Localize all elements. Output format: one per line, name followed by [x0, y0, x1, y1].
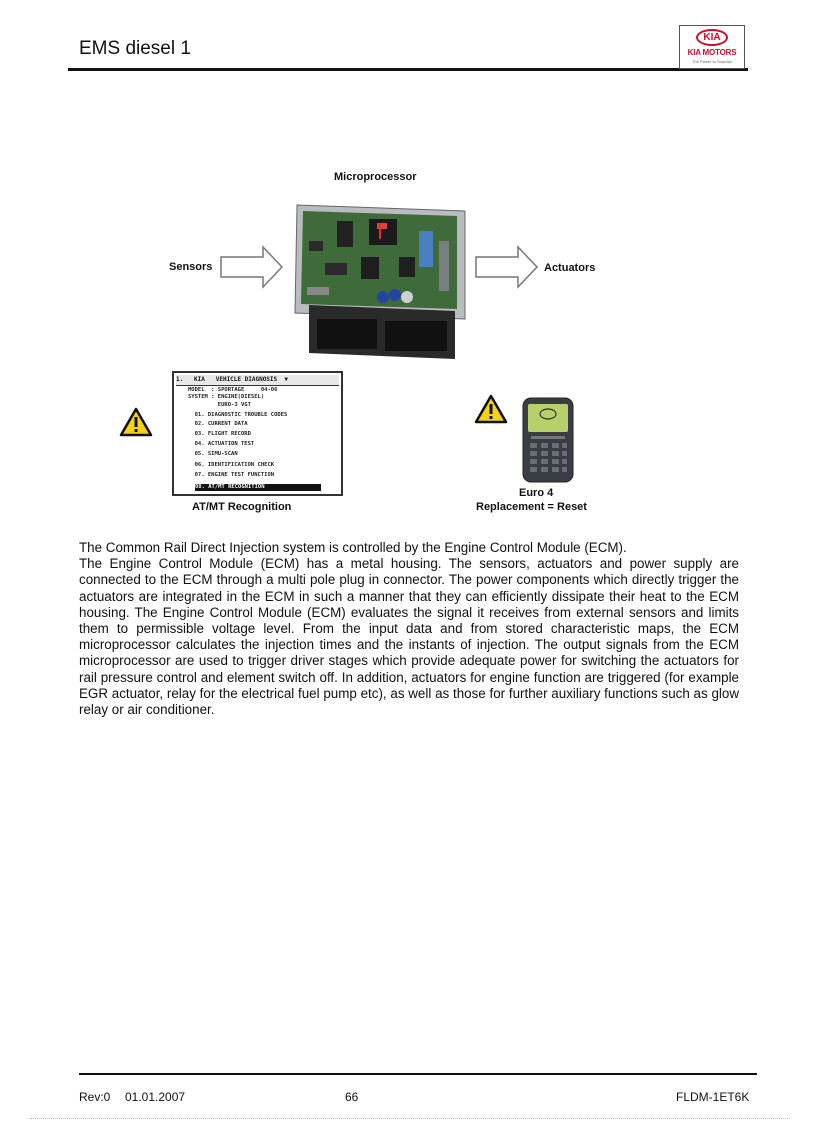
body-text: The Common Rail Direct Injection system … [79, 540, 739, 718]
screen-line: 05. SIMU-SCAN [188, 451, 238, 457]
body-paragraph: The Engine Control Module (ECM) has a me… [79, 556, 739, 718]
sensors-arrow-icon [220, 245, 284, 289]
screen-title: 1. KIA VEHICLE DIAGNOSIS ▼ [176, 375, 339, 386]
sensors-label: Sensors [169, 261, 213, 273]
screen-line: 03. FLIGHT RECORD [188, 431, 251, 437]
screen-line: 06. IDENTIFICATION CHECK [188, 462, 275, 468]
scanner-caption-euro4: Euro 4 [519, 487, 554, 499]
footer-page-number: 66 [345, 1090, 359, 1104]
header-divider [68, 68, 748, 71]
warning-triangle-icon [119, 407, 153, 437]
body-paragraph: The Common Rail Direct Injection system … [79, 540, 627, 555]
diagnosis-screen: 1. KIA VEHICLE DIAGNOSIS ▼ MODEL : SPORT… [172, 371, 343, 496]
ecm-circuit-board-image [294, 204, 466, 359]
screen-selected-item: 08. AT/MT RECOGNITION [195, 484, 321, 491]
footer-divider [79, 1073, 757, 1075]
footer-date: 01.01.2007 [125, 1090, 186, 1104]
screen-caption: AT/MT Recognition [192, 501, 292, 513]
screen-line: 04. ACTUATION TEST [188, 441, 255, 447]
microprocessor-label: Microprocessor [334, 171, 417, 183]
footer-doc-code: FLDM-1ET6K [676, 1090, 750, 1104]
screen-line: 07. ENGINE TEST FUNCTION [188, 472, 275, 478]
screen-line: SYSTEM : ENGINE(DIESEL) [188, 394, 265, 400]
footer-revision: Rev:0 [79, 1090, 111, 1104]
footer-dotted-line [30, 1118, 790, 1120]
screen-line: 01. DIAGNOSTIC TROUBLE CODES [188, 412, 288, 418]
actuators-label: Actuators [544, 262, 596, 274]
kia-oval-mark: KIA [696, 29, 728, 46]
screen-line: 02. CURRENT DATA [188, 421, 248, 427]
kia-tagline: The Power to Surprise [692, 59, 732, 64]
handheld-scanner-image [522, 397, 574, 483]
screen-line: EURO-3 VGT [188, 402, 251, 408]
kia-motors-wordmark: KIA MOTORS [687, 48, 737, 57]
page-header-title: EMS diesel 1 [79, 38, 191, 59]
scanner-caption-reset: Replacement = Reset [476, 501, 587, 513]
actuators-arrow-icon [475, 245, 539, 289]
kia-motors-logo: KIA KIA MOTORS The Power to Surprise [679, 25, 745, 69]
screen-line: MODEL : SPORTAGE 04-06 [188, 387, 278, 393]
warning-triangle-icon [474, 394, 508, 424]
